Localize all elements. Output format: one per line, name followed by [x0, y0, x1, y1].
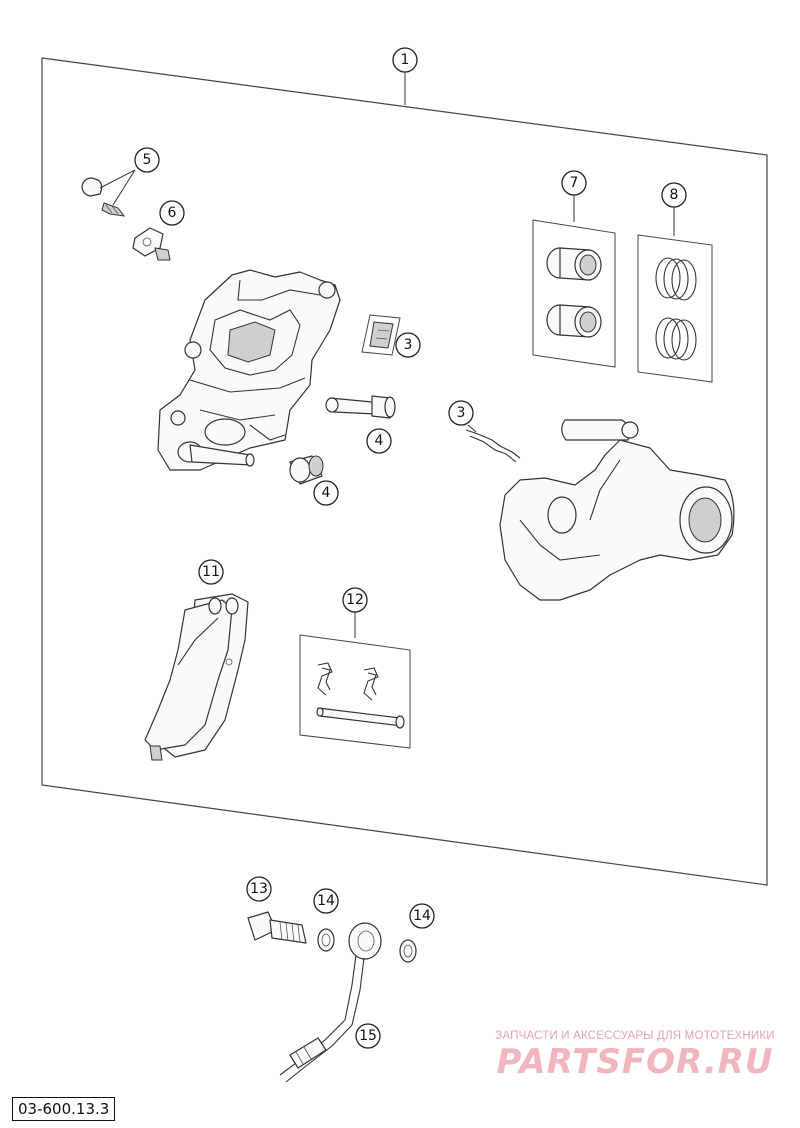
drawing-code-label: 03-600.13.3: [12, 1097, 116, 1121]
part-12-pin-and-clips: [299, 634, 411, 749]
svg-text:14: 14: [413, 908, 431, 924]
seal-ring-set-lower: [655, 317, 697, 361]
part-15-brake-line: [279, 922, 382, 1083]
svg-text:5: 5: [143, 152, 152, 168]
svg-text:1: 1: [401, 52, 410, 68]
callout-6: 6: [159, 200, 185, 226]
callout-14-left: 14: [313, 888, 339, 914]
callout-14-right: 14: [409, 903, 435, 929]
svg-text:15: 15: [359, 1028, 377, 1044]
part-5-bleeder-screw: [81, 169, 136, 217]
callout-8: 8: [661, 182, 687, 208]
callout-15: 15: [355, 1023, 381, 1049]
part-11-brake-pads: [144, 593, 249, 761]
part-6-plug: [132, 227, 171, 261]
callout-13: 13: [246, 876, 272, 902]
part-4-guide-bolt: [325, 395, 396, 419]
callout-7: 7: [561, 170, 587, 196]
callout-1: 1: [392, 47, 418, 73]
svg-text:3: 3: [404, 337, 413, 353]
svg-text:7: 7: [570, 175, 579, 191]
callout-4-lower: 4: [313, 480, 339, 506]
callout-4-upper: 4: [366, 428, 392, 454]
brake-caliper-housing: [157, 269, 341, 471]
svg-text:12: 12: [346, 592, 364, 608]
part-14-washer-left: [317, 928, 335, 952]
callout-3-lower: 3: [448, 400, 474, 426]
svg-text:13: 13: [250, 881, 268, 897]
watermark-brand: PARTSFOR.RU: [496, 1042, 774, 1082]
svg-text:3: 3: [457, 405, 466, 421]
caliper-support-bracket: [499, 419, 735, 601]
callout-5: 5: [134, 147, 160, 173]
part-7-pistons: [532, 219, 616, 368]
part-3-pad-spring: [361, 314, 401, 356]
part-14-washer-right: [399, 939, 417, 963]
callout-3-upper: 3: [395, 332, 421, 358]
svg-text:8: 8: [670, 187, 679, 203]
part-4-bushing: [289, 455, 324, 485]
svg-text:4: 4: [375, 433, 384, 449]
svg-text:6: 6: [168, 205, 177, 221]
svg-text:14: 14: [317, 893, 335, 909]
part-8-seal-rings: [637, 234, 713, 383]
svg-text:11: 11: [202, 564, 220, 580]
watermark-tagline: ЗАПЧАСТИ И АКСЕССУАРЫ ДЛЯ МОТОТЕХНИКИ: [495, 1030, 775, 1042]
svg-text:4: 4: [322, 485, 331, 501]
callout-12: 12: [342, 587, 368, 613]
seal-ring-set-upper: [655, 257, 697, 301]
part-3-retaining-spring: [465, 424, 521, 463]
assembly-frame: [41, 57, 768, 886]
callout-11: 11: [198, 559, 224, 585]
watermark: ЗАПЧАСТИ И АКСЕССУАРЫ ДЛЯ МОТОТЕХНИКИ PA…: [480, 1030, 790, 1082]
part-13-banjo-bolt: [247, 911, 307, 944]
